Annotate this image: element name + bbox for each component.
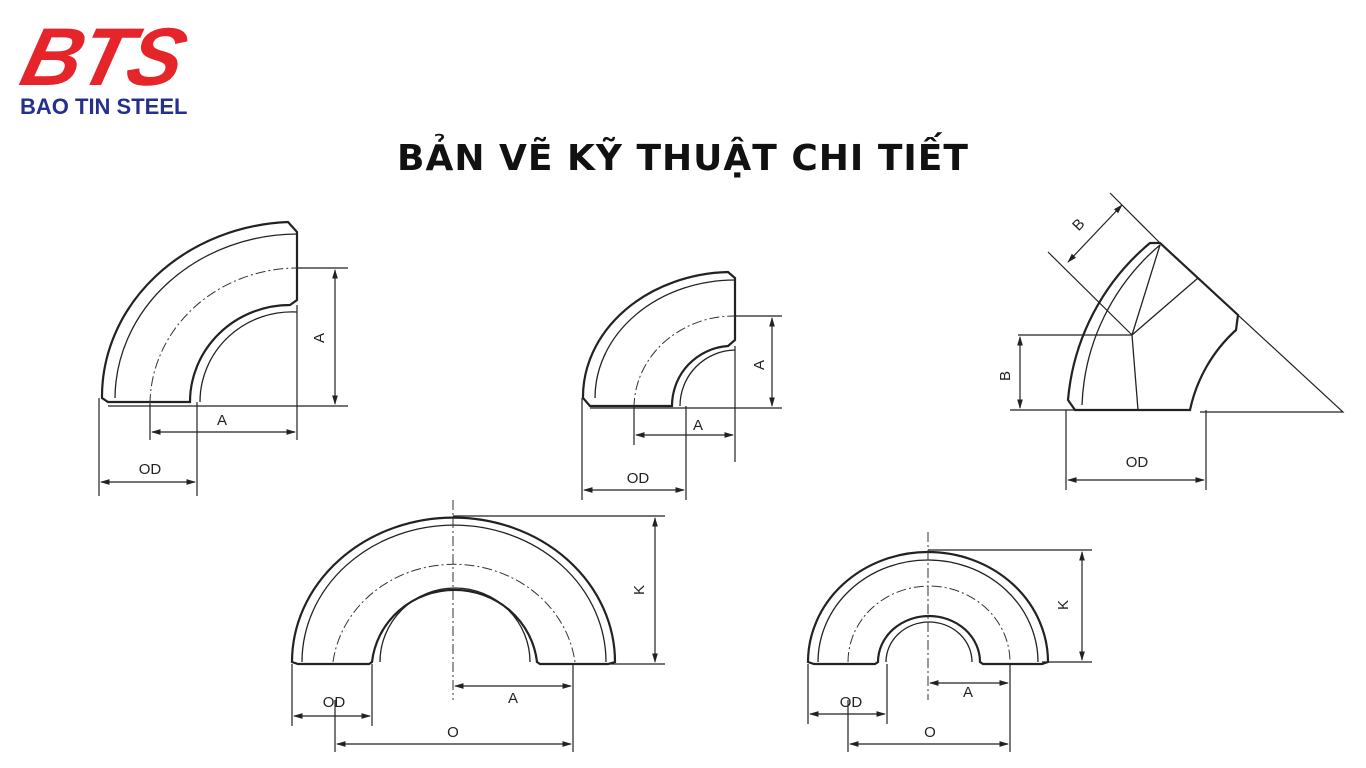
- dimension-a-horizontal: A: [693, 417, 703, 434]
- dimension-o: O: [924, 724, 936, 741]
- return-180-short-drawing: K OD A O: [806, 532, 1092, 752]
- dimension-a-vertical: A: [311, 333, 328, 343]
- dimension-b-side: B: [997, 371, 1014, 381]
- page-title: BẢN VẼ KỸ THUẬT CHI TIẾT: [397, 138, 969, 179]
- dimension-b-top: B: [1069, 215, 1088, 234]
- dimension-o: O: [447, 724, 459, 741]
- elbow-45-drawing: B B OD: [997, 192, 1345, 490]
- company-logo: BTS BAO TIN STEEL: [13, 12, 228, 120]
- dimension-od: OD: [1126, 454, 1149, 471]
- logo-company-name: BAO TIN STEEL: [20, 94, 188, 119]
- dimension-k: K: [631, 585, 648, 595]
- dimension-od: OD: [323, 694, 346, 711]
- dimension-a: A: [508, 690, 518, 707]
- dimension-a-horizontal: A: [217, 412, 227, 429]
- elbow-90-short-radius-drawing: A A OD: [581, 270, 782, 500]
- elbow-90-long-radius-drawing: A A OD: [98, 220, 348, 496]
- dimension-a: A: [963, 684, 973, 701]
- dimension-od: OD: [627, 470, 650, 487]
- return-180-long-drawing: K OD A O: [290, 500, 665, 752]
- dimension-k: K: [1055, 600, 1072, 610]
- dimension-a-vertical: A: [751, 360, 768, 370]
- dimension-od: OD: [840, 694, 863, 711]
- dimension-od: OD: [139, 461, 162, 478]
